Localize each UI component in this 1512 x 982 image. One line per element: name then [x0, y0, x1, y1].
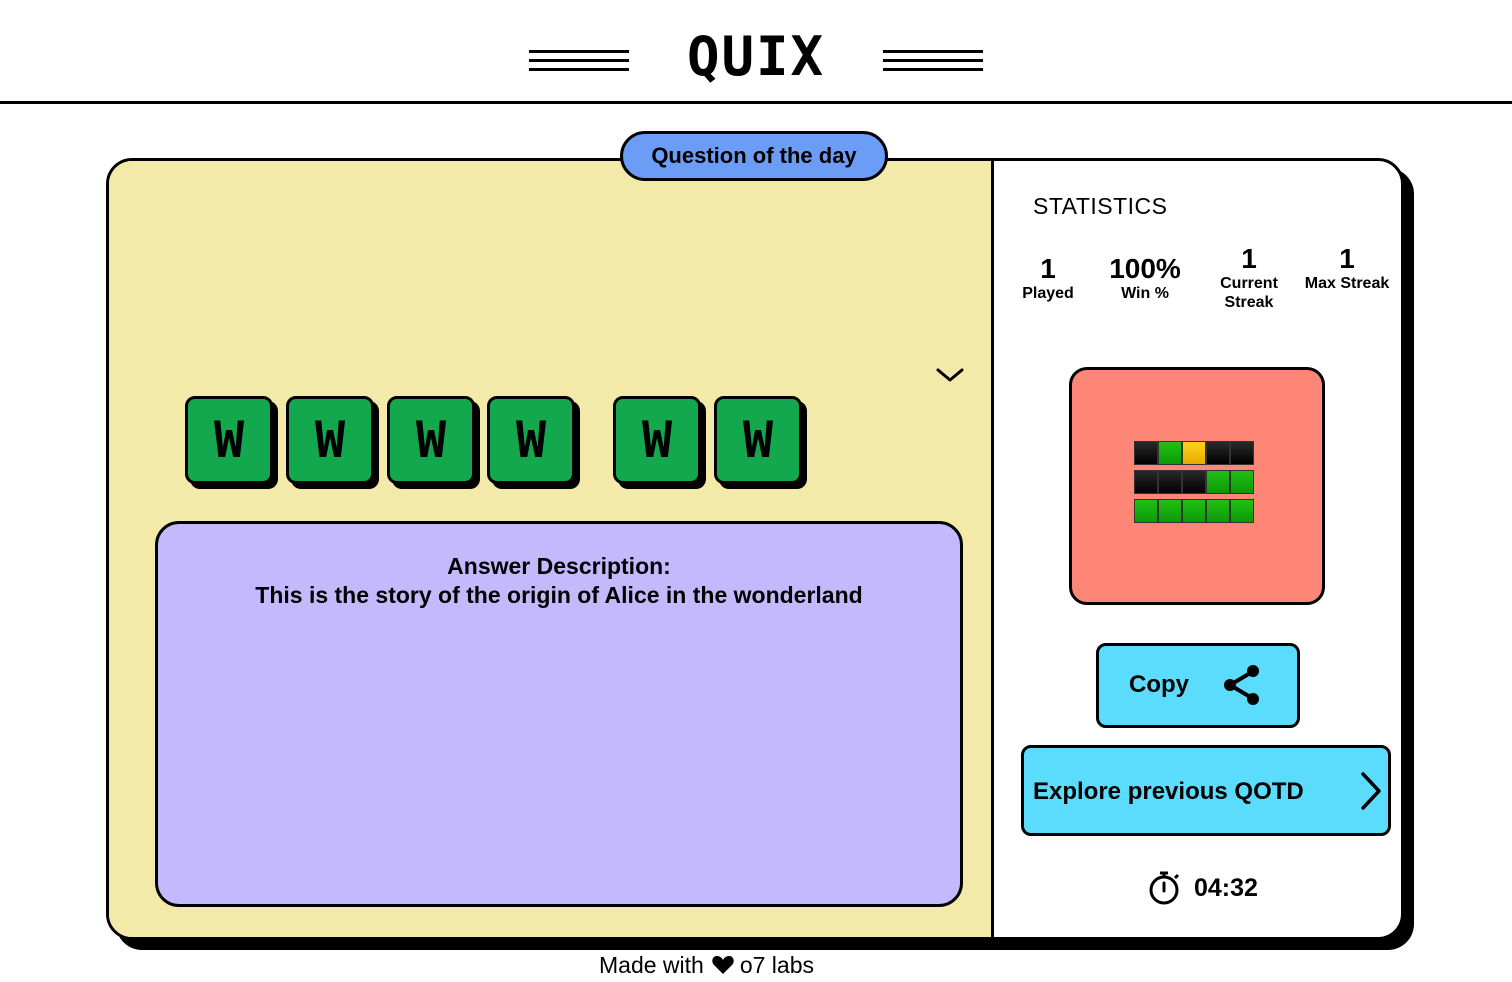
stat-value: 100%: [1109, 253, 1181, 284]
result-square-black: [1134, 441, 1158, 465]
answer-tile: W: [286, 396, 379, 489]
stat-current-streak: 1 Current Streak: [1209, 244, 1289, 312]
right-decorative-lines: [883, 50, 983, 72]
timer: 04:32: [1148, 870, 1258, 906]
result-square-green: [1230, 470, 1254, 494]
copy-button[interactable]: Copy: [1096, 643, 1300, 728]
stat-max-streak: 1 Max Streak: [1297, 244, 1397, 293]
footer-prefix: Made with: [599, 952, 704, 978]
question-of-the-day-badge: Question of the day: [620, 131, 888, 181]
header-divider: [0, 101, 1512, 104]
result-square-green: [1158, 499, 1182, 523]
stat-value: 1: [1339, 243, 1355, 274]
header: QUIX: [0, 0, 1512, 104]
timer-value: 04:32: [1194, 873, 1258, 902]
result-square-yellow: [1182, 441, 1206, 465]
answer-heading: Answer Description:: [447, 553, 671, 579]
result-grid-row: [1134, 441, 1254, 465]
explore-previous-qotd-button[interactable]: Explore previous QOTD: [1021, 745, 1391, 836]
left-decorative-lines: [529, 50, 629, 72]
chevron-right-icon: [1361, 772, 1381, 810]
result-square-black: [1158, 470, 1182, 494]
result-preview: [1069, 367, 1325, 605]
stat-label: Max Streak: [1304, 275, 1390, 292]
footer: Made with o7 labs: [599, 950, 814, 980]
stat-label: Played: [1022, 285, 1074, 302]
answer-tile: W: [487, 396, 580, 489]
heart-icon: [712, 956, 734, 974]
stat-value: 1: [1040, 253, 1056, 284]
result-grid: [1134, 441, 1254, 528]
result-square-green: [1206, 499, 1230, 523]
result-square-black: [1230, 441, 1254, 465]
result-square-green: [1134, 499, 1158, 523]
chevron-down-icon[interactable]: [934, 364, 966, 386]
answer-tile: W: [714, 396, 807, 489]
result-square-green: [1230, 499, 1254, 523]
tile-letter: W: [613, 396, 701, 484]
answer-text: This is the story of the origin of Alice…: [255, 582, 863, 608]
result-square-black: [1134, 470, 1158, 494]
stat-label: Current Streak: [1220, 275, 1278, 311]
logo[interactable]: QUIX: [686, 25, 826, 88]
answer-tile: W: [613, 396, 706, 489]
tile-letter: W: [185, 396, 273, 484]
result-square-green: [1206, 470, 1230, 494]
result-grid-row: [1134, 470, 1254, 494]
stat-played: 1 Played: [1008, 254, 1088, 303]
result-square-green: [1158, 441, 1182, 465]
tile-letter: W: [387, 396, 475, 484]
result-square-black: [1182, 470, 1206, 494]
stopwatch-icon: [1149, 871, 1180, 905]
answer-description-box: Answer Description: This is the story of…: [155, 521, 963, 907]
tile-letter: W: [714, 396, 802, 484]
stat-win-percent: 100% Win %: [1100, 254, 1190, 303]
tile-letter: W: [286, 396, 374, 484]
answer-tile: W: [387, 396, 480, 489]
panel-divider: [991, 161, 994, 937]
result-square-green: [1182, 499, 1206, 523]
stat-label: Win %: [1121, 285, 1169, 302]
footer-suffix: o7 labs: [739, 952, 814, 978]
tile-letter: W: [487, 396, 575, 484]
stat-value: 1: [1241, 243, 1257, 274]
result-square-black: [1206, 441, 1230, 465]
explore-button-label: Explore previous QOTD: [1033, 778, 1304, 805]
statistics-title: STATISTICS: [1033, 193, 1168, 219]
copy-button-label: Copy: [1129, 671, 1189, 698]
share-icon: [1224, 665, 1259, 705]
result-grid-row: [1134, 499, 1254, 523]
answer-tile: W: [185, 396, 278, 489]
